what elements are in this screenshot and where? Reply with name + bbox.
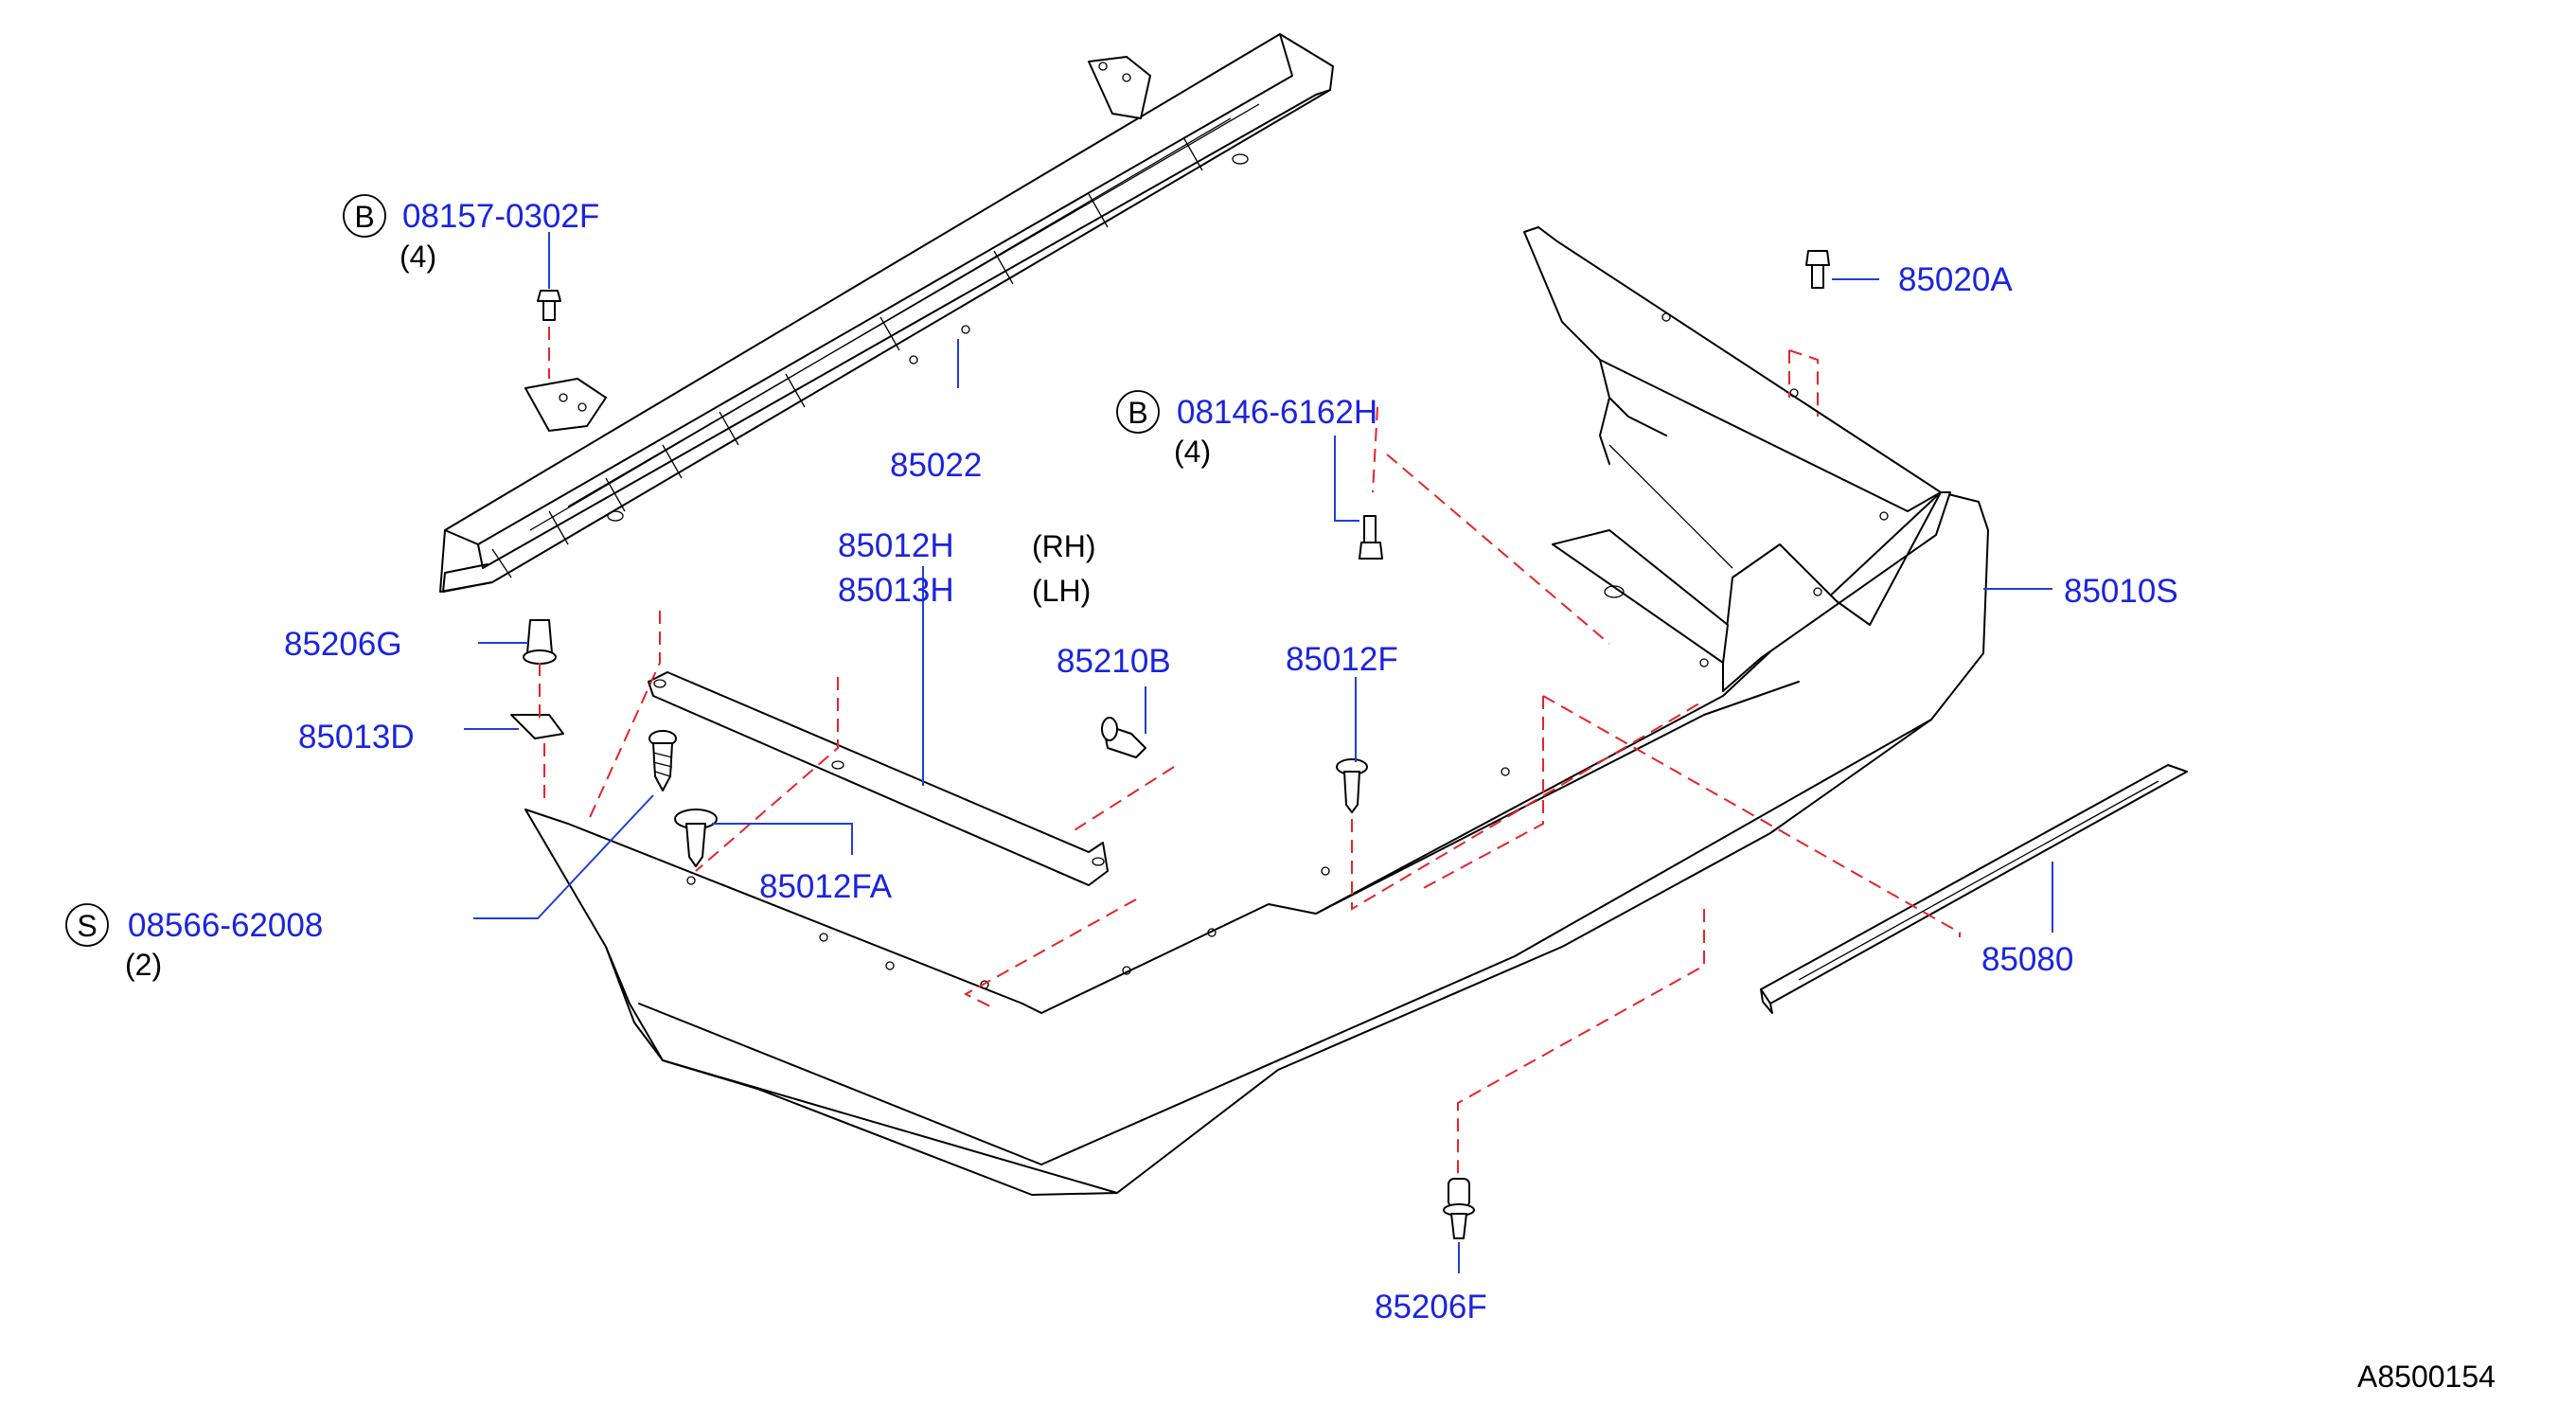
label-85206G: 85206G xyxy=(284,626,402,663)
qty-08566-62008: (2) xyxy=(125,948,162,982)
callout-reinf-bolt: B 08157-0302F (4) xyxy=(343,194,599,274)
clip-85210B[interactable] xyxy=(1101,717,1146,758)
label-85210B: 85210B xyxy=(1057,643,1171,680)
bumper-molding[interactable] xyxy=(1760,764,2188,1014)
label-LH: (LH) xyxy=(1032,574,1091,608)
diagram-code: A8500154 xyxy=(2357,1360,2496,1394)
label-08566-62008: 08566-62008 xyxy=(128,907,323,944)
badge-S: S xyxy=(77,909,97,943)
label-85013D: 85013D xyxy=(298,719,415,756)
leader-lines xyxy=(464,232,2053,1273)
callout-fascia-bolt: B 08146-6162H (4) xyxy=(1116,390,1377,469)
bumper-reinforcement[interactable] xyxy=(439,33,1334,593)
label-85206F: 85206F xyxy=(1375,1289,1487,1325)
bolt-85020A[interactable] xyxy=(1805,250,1830,289)
assembly-lines xyxy=(539,327,1961,1174)
label-85022: 85022 xyxy=(890,447,982,484)
clip-85013D[interactable] xyxy=(510,714,564,739)
screw-08566-62008[interactable] xyxy=(648,730,677,791)
bumper-fascia[interactable] xyxy=(524,226,1989,1196)
label-08157-0302F: 08157-0302F xyxy=(402,198,599,235)
clip-85012FA[interactable] xyxy=(674,809,718,867)
qty-08157-0302F: (4) xyxy=(400,240,436,274)
label-85012F: 85012F xyxy=(1286,641,1398,678)
qty-08146-6162H: (4) xyxy=(1174,435,1211,469)
label-08146-6162H: 08146-6162H xyxy=(1177,394,1377,431)
label-85012FA: 85012FA xyxy=(759,868,893,905)
label-85012H: 85012H xyxy=(838,527,954,564)
label-85013H: 85013H xyxy=(838,572,954,609)
badge-B-1: B xyxy=(354,200,374,234)
bolt-08146-6162H[interactable] xyxy=(1359,515,1383,560)
bolt-08157-0302F[interactable] xyxy=(537,290,561,321)
callout-bracket: 85012H (RH) 85013H (LH) xyxy=(838,527,1096,609)
callout-screw: S 08566-62008 (2) xyxy=(65,903,323,982)
label-85080: 85080 xyxy=(1981,941,2073,978)
badge-B-2: B xyxy=(1128,396,1147,430)
callout-reinforcement: 85022 xyxy=(890,447,982,484)
clip-85206F[interactable] xyxy=(1443,1178,1475,1239)
label-RH: (RH) xyxy=(1032,529,1096,563)
clip-85012F[interactable] xyxy=(1336,758,1368,813)
label-85020A: 85020A xyxy=(1898,261,2013,298)
nut-85206G[interactable] xyxy=(523,619,557,665)
label-85010S: 85010S xyxy=(2064,573,2178,610)
bumper-side-bracket[interactable] xyxy=(648,671,1109,886)
